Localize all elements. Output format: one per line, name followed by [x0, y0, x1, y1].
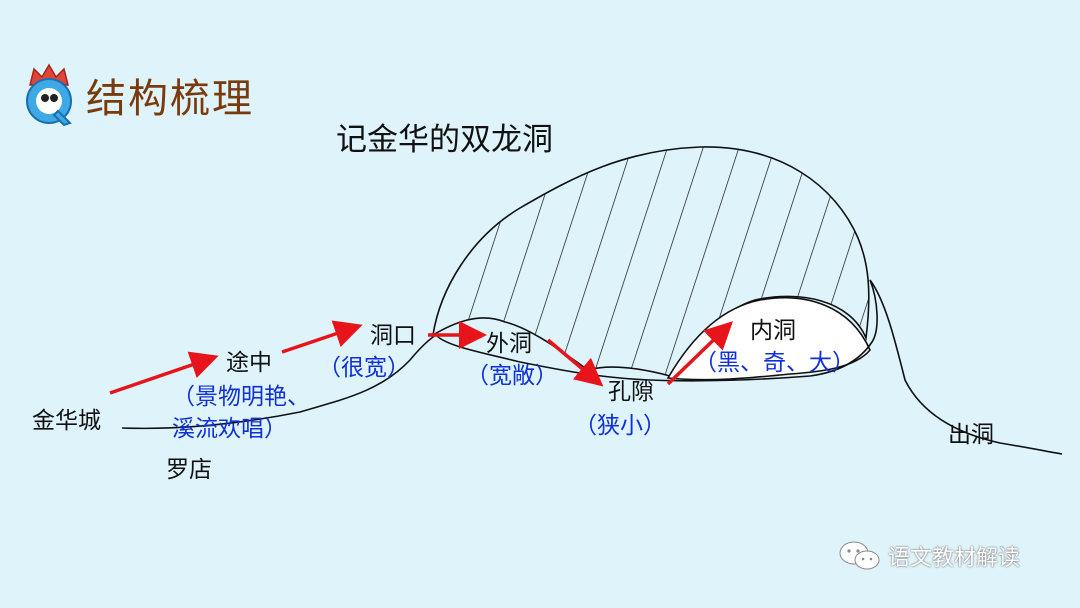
label-jinhua: 金华城 — [32, 401, 101, 435]
label-neidong: 内洞 — [750, 311, 796, 345]
label-luodian: 罗店 — [166, 450, 212, 484]
label-dongkou: 洞口 — [370, 316, 416, 350]
watermark-text: 语文教材解读 — [888, 540, 1020, 572]
label-waidong: 外洞 — [486, 324, 532, 358]
wechat-icon — [838, 540, 882, 572]
label-chudong: 出洞 — [948, 415, 994, 449]
note-neidong: （黑、奇、大） — [694, 343, 855, 377]
note-kongxi: （狭小） — [574, 406, 666, 440]
note-waidong: （宽敞） — [466, 356, 558, 390]
note-tuzhong-line1: （景物明艳、 — [172, 377, 310, 411]
label-tuzhong: 途中 — [226, 343, 272, 377]
note-tuzhong-line2: 溪流欢唱） — [172, 409, 287, 443]
watermark: 语文教材解读 — [838, 540, 1020, 572]
note-dongkou: （很宽） — [318, 348, 410, 382]
label-kongxi: 孔隙 — [608, 372, 654, 406]
